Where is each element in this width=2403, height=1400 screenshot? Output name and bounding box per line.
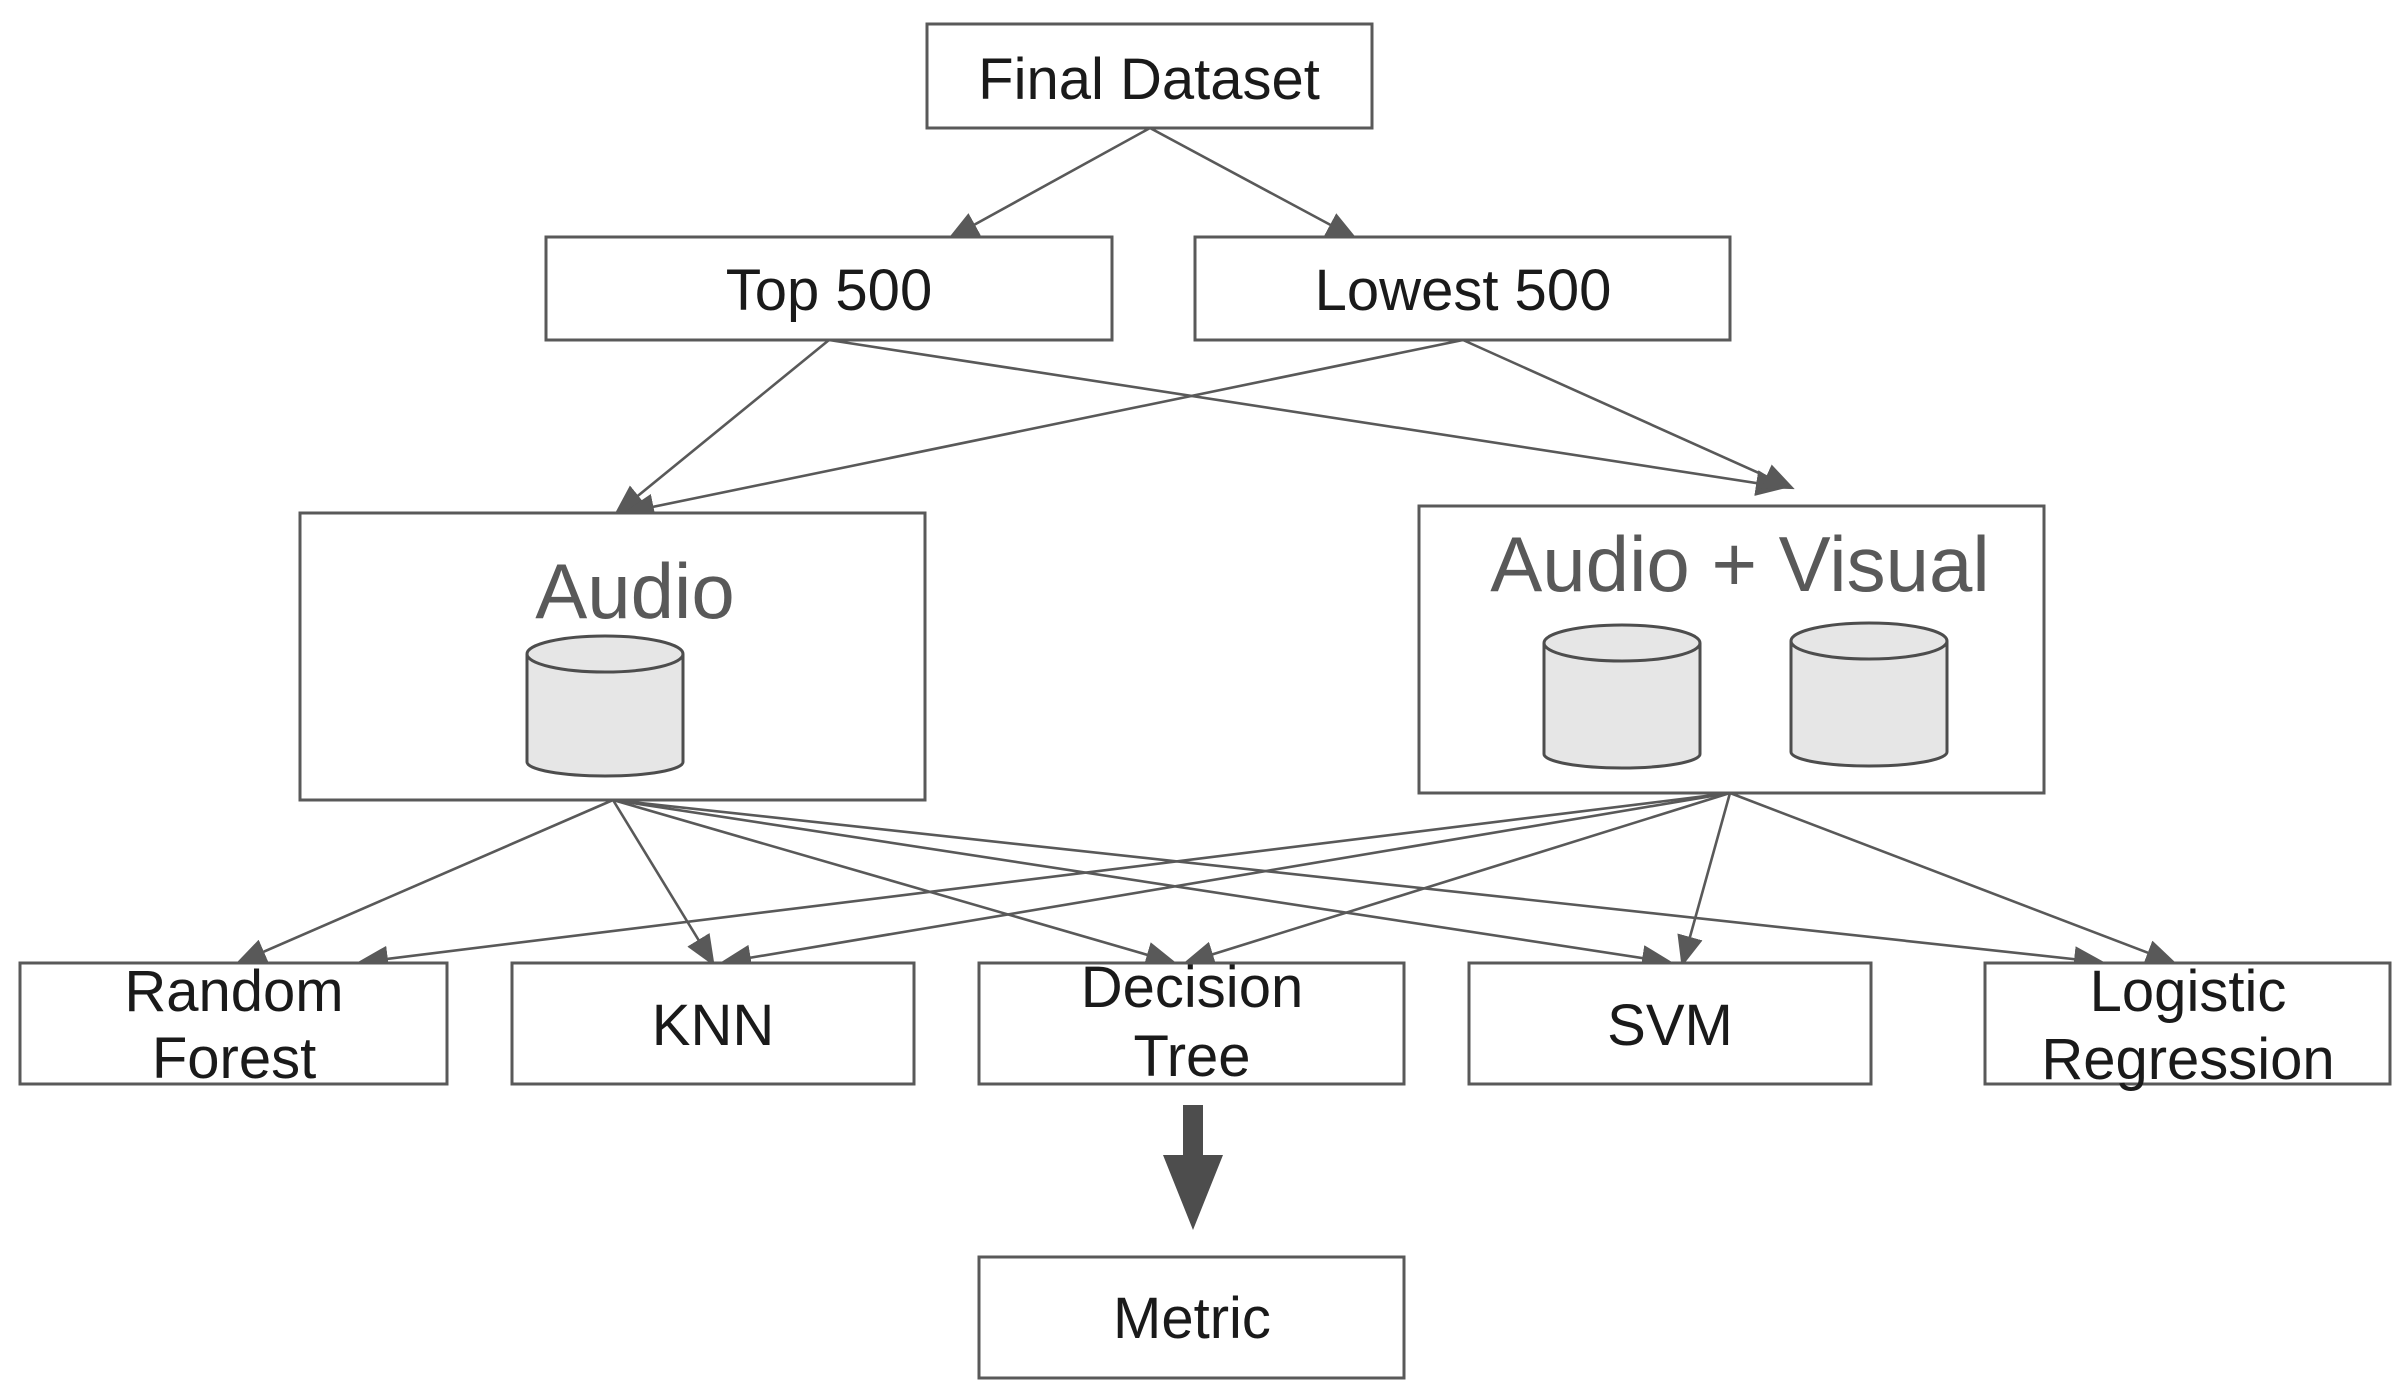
edge-top500-to-audio xyxy=(613,338,830,516)
down-arrow-icon xyxy=(1163,1105,1223,1230)
audio-visual-label: Audio + Visual xyxy=(1490,520,1989,608)
decision-tree-label-line2: Tree xyxy=(1133,1024,1250,1089)
edge-av-to-decision-tree xyxy=(1183,791,1731,967)
node-audio-visual: Audio + Visual xyxy=(1417,504,2046,795)
database-icon xyxy=(525,634,685,778)
knn-label: KNN xyxy=(652,993,774,1058)
database-icon xyxy=(1789,621,1949,768)
logistic-regression-label-line1: Logistic xyxy=(2090,959,2287,1024)
node-knn: KNN xyxy=(510,961,916,1086)
decision-tree-label-line1: Decision xyxy=(1081,955,1303,1020)
edge-final-to-lowest500 xyxy=(1149,126,1358,240)
node-lowest-500: Lowest 500 xyxy=(1193,235,1732,342)
edge-av-to-svm xyxy=(1677,792,1732,968)
edge-final-to-top500 xyxy=(947,126,1151,240)
final-dataset-label: Final Dataset xyxy=(978,47,1320,112)
edge-lowest500-to-audio-visual xyxy=(1462,338,1795,490)
database-icon xyxy=(1542,623,1702,770)
node-decision-tree: Decision Tree xyxy=(977,955,1406,1089)
node-svm: SVM xyxy=(1467,961,1873,1086)
edge-av-to-random-forest xyxy=(356,791,1731,972)
random-forest-label-line2: Forest xyxy=(152,1026,316,1091)
node-metric: Metric xyxy=(977,1255,1406,1380)
svm-label: SVM xyxy=(1607,993,1733,1058)
lowest-500-label: Lowest 500 xyxy=(1315,258,1612,323)
top-500-label: Top 500 xyxy=(726,258,932,323)
edge-av-to-logistic-regression xyxy=(1729,791,2177,965)
edge-audio-to-svm xyxy=(612,798,1674,971)
audio-label: Audio xyxy=(535,547,735,635)
edge-av-to-knn xyxy=(719,791,1731,971)
node-top-500: Top 500 xyxy=(544,235,1114,342)
random-forest-label-line1: Random xyxy=(124,959,343,1024)
node-audio: Audio xyxy=(298,511,927,802)
edge-audio-to-knn xyxy=(611,799,715,967)
edge-top500-to-audio-visual xyxy=(828,338,1788,496)
node-random-forest: Random Forest xyxy=(18,959,449,1091)
logistic-regression-label-line2: Regression xyxy=(2041,1027,2334,1092)
edge-audio-to-random-forest xyxy=(235,798,614,965)
edge-audio-to-decision-tree xyxy=(612,798,1177,968)
edge-lowest500-to-audio xyxy=(622,338,1464,520)
metric-label: Metric xyxy=(1113,1286,1271,1351)
connectors xyxy=(235,126,2177,973)
node-logistic-regression: Logistic Regression xyxy=(1983,959,2392,1092)
node-final-dataset: Final Dataset xyxy=(925,22,1374,130)
edge-audio-to-logistic-regression xyxy=(612,798,2106,973)
